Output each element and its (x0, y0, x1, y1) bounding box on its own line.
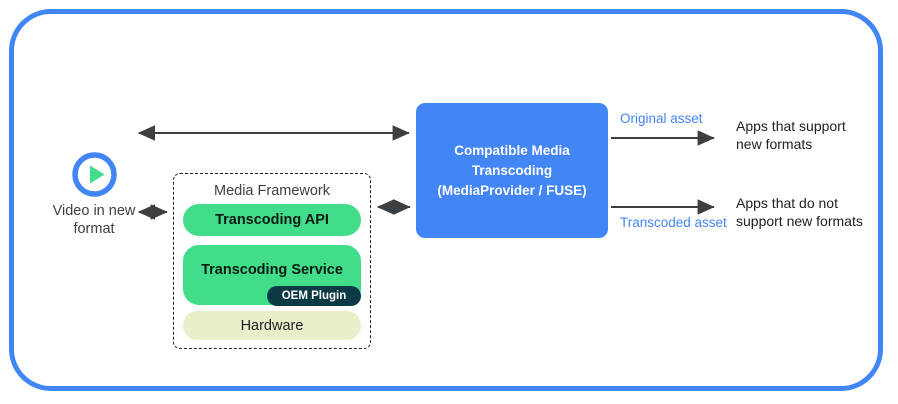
original-asset-label: Original asset (620, 111, 703, 126)
outer-frame (9, 9, 883, 391)
transcoding-api-pill[interactable]: Transcoding API (183, 204, 361, 236)
apps-no-support-new-formats-label: Apps that do not support new formats (736, 195, 863, 229)
media-framework-title: Media Framework (213, 183, 331, 199)
compatible-media-transcoding-box[interactable]: Compatible Media Transcoding (MediaProvi… (416, 103, 608, 238)
hardware-pill[interactable]: Hardware (183, 311, 361, 340)
media-framework-box (173, 173, 371, 349)
transcoded-asset-label: Transcoded asset (620, 215, 727, 230)
oem-plugin-pill[interactable]: OEM Plugin (267, 286, 361, 306)
play-circle-icon (72, 152, 117, 197)
apps-support-new-formats-label: Apps that support new formats (736, 118, 846, 152)
video-source-label: Video in new format (52, 203, 136, 237)
